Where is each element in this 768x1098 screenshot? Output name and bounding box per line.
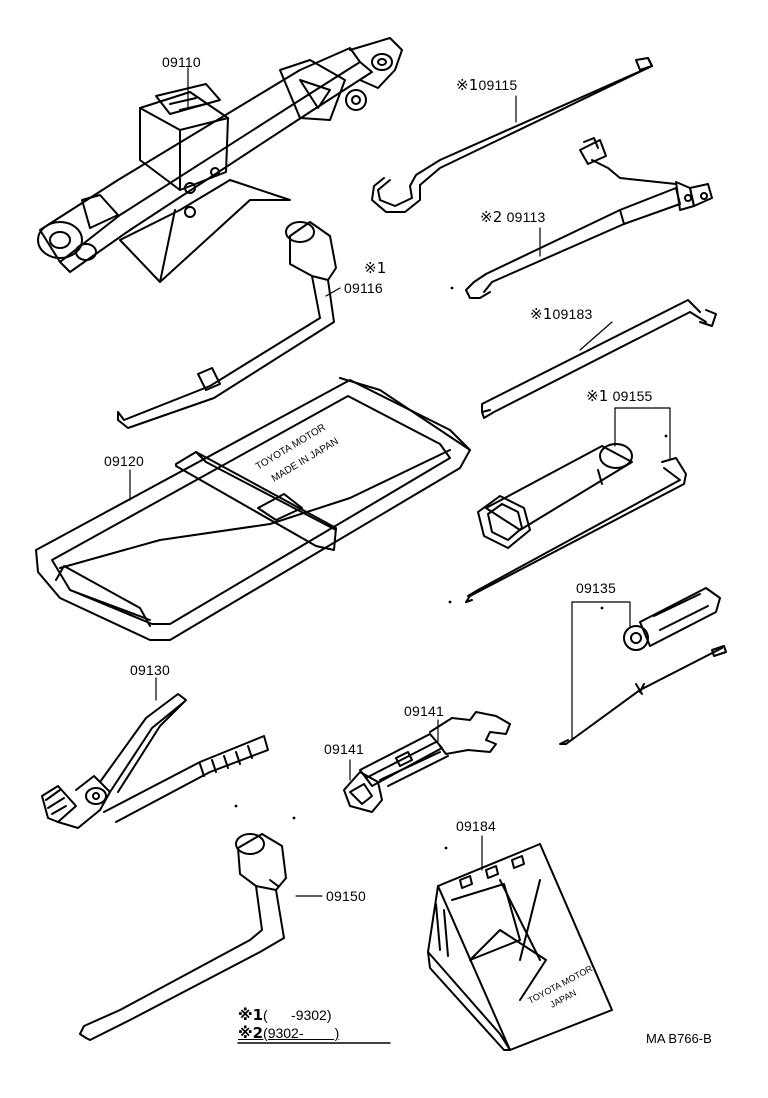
mark-1: ※1: [456, 76, 479, 94]
label-pliers: 09130: [130, 662, 170, 678]
leader-lines: [129, 67, 671, 897]
legend-line-1: ※1( -9302): [238, 1006, 332, 1024]
flat-bar: [481, 299, 717, 419]
plug-wrench: [465, 443, 687, 603]
legend-mark-2: ※2: [238, 1024, 264, 1042]
legend-mark-1: ※1: [238, 1006, 264, 1024]
mark-1-wrench: ※1: [364, 259, 387, 277]
mark-1-bar: ※1: [530, 305, 553, 323]
label-hook-rod: ※2 09113: [480, 209, 546, 225]
label-l-wrench: 09116: [344, 280, 383, 296]
tool-bag: [35, 377, 471, 641]
legend-range-1: ( -9302): [263, 1007, 332, 1023]
pliers: [41, 693, 269, 829]
scissor-jack: [37, 37, 403, 283]
lug-wrench: [79, 833, 287, 1041]
wheel-chock: [427, 843, 613, 1051]
label-plug-wrench: ※1 09155: [586, 388, 653, 404]
label-handle-number: 09115: [478, 77, 518, 93]
label-wrench-mark: ※1: [364, 260, 387, 276]
mark-1-plug: ※1: [586, 387, 609, 405]
label-screwdriver: 09135: [576, 580, 616, 596]
mark-2: ※2: [480, 208, 503, 226]
label-spanner-top: 09141: [404, 703, 444, 719]
legend-line-2: ※2(9302- ): [238, 1024, 339, 1042]
chock-imprint: TOYOTA MOTOR JAPAN: [526, 963, 594, 1010]
label-spanner-left: 09141: [324, 741, 364, 757]
hook-rod: [465, 137, 713, 299]
label-plug-wrench-number: 09155: [612, 388, 653, 404]
l-wrench: [117, 221, 337, 429]
bag-imprint: TOYOTA MOTOR MADE IN JAPAN: [254, 422, 341, 484]
screwdriver: [559, 587, 727, 745]
label-hook-rod-number: 09113: [506, 209, 546, 225]
legend-range-2: (9302- ): [263, 1025, 340, 1041]
reference-code: MA B766-B: [646, 1031, 712, 1046]
label-bag: 09120: [104, 453, 144, 469]
label-bar: ※109183: [530, 306, 592, 322]
label-lug-wrench: 09150: [326, 888, 366, 904]
label-handle: ※109115: [456, 77, 517, 93]
label-jack: 09110: [162, 54, 201, 70]
label-chock: 09184: [456, 818, 496, 834]
reference-dots: [234, 286, 668, 850]
spanners: [343, 711, 511, 813]
label-bar-number: 09183: [552, 306, 593, 322]
jack-handle: [371, 57, 653, 213]
